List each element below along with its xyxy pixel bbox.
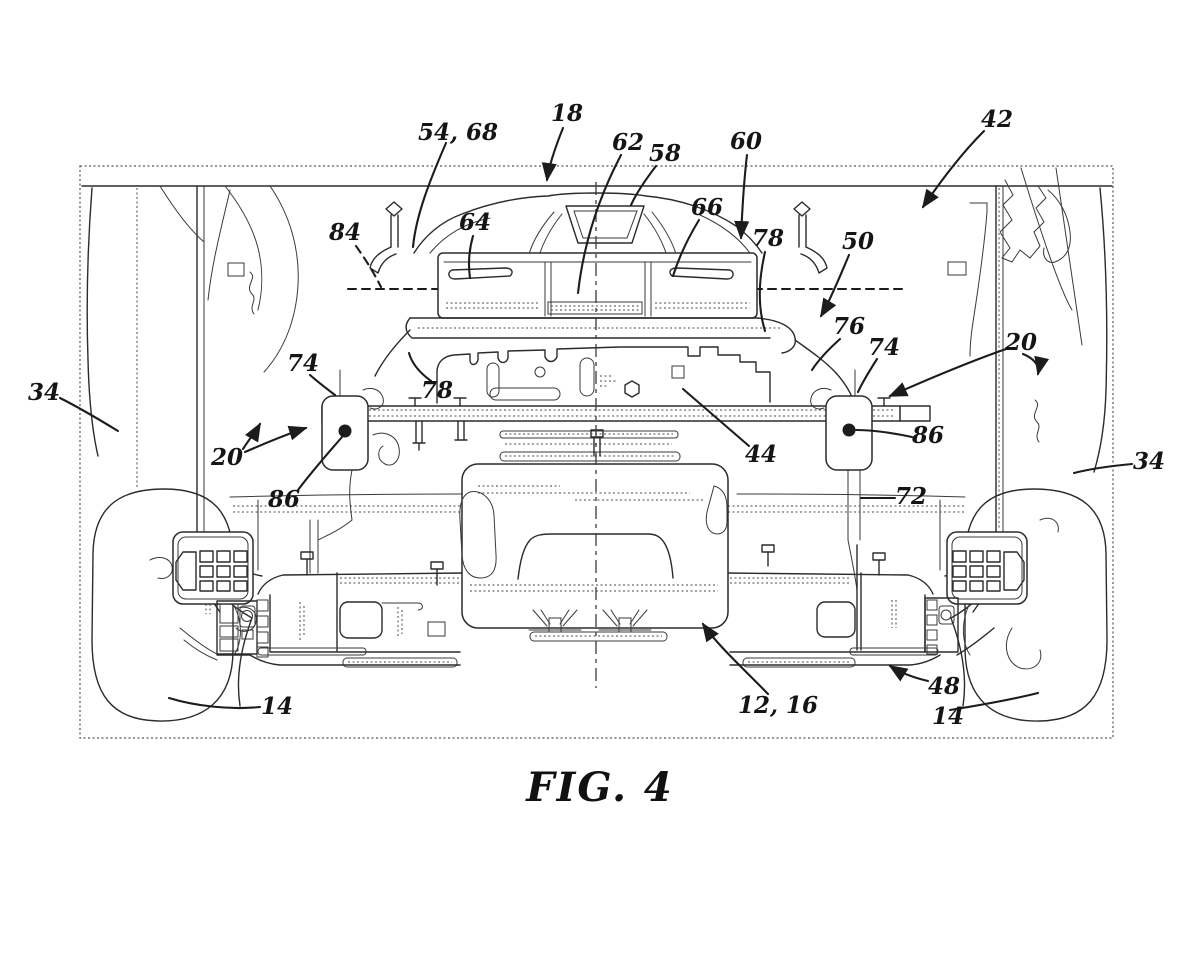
airbox-assembly: [437, 252, 758, 319]
ref-label-54-68: 54, 68: [418, 119, 498, 146]
ref-label-64: 64: [459, 209, 491, 236]
bumper-left: [179, 551, 463, 668]
ref-label-34-left: 34: [28, 379, 60, 406]
radiator-support-bar: [321, 397, 931, 451]
ref-label-86-left: 86: [267, 486, 300, 513]
upper-tie-bar: [374, 317, 856, 406]
ref-label-20-left: 20: [210, 444, 243, 471]
ref-label-50: 50: [842, 228, 874, 255]
mount-bracket-left: [317, 369, 400, 541]
hood-prop-left: [369, 201, 403, 274]
reference-labels: 54, 68 18 62 58 60 66 64 42 84 78 50 76 …: [28, 100, 1165, 730]
engine-assembly: [436, 346, 771, 404]
ref-label-66: 66: [691, 194, 723, 221]
hood-prop-right: [793, 201, 828, 274]
ref-label-34-right: 34: [1133, 448, 1165, 475]
ref-label-84: 84: [328, 219, 361, 246]
drawing-frame: [79, 165, 1114, 739]
ref-label-18: 18: [551, 100, 583, 127]
mount-bracket-right: [810, 369, 873, 591]
ref-label-58: 58: [649, 140, 681, 167]
leader-lines: [58, 126, 1134, 712]
ref-label-74-right: 74: [868, 334, 900, 361]
ref-label-48: 48: [928, 673, 960, 700]
radiator-slats: [499, 430, 681, 462]
bumper-assembly: [179, 429, 995, 668]
ref-label-20-right: 20: [1004, 329, 1037, 356]
front-tire-right: [963, 488, 1108, 722]
ref-label-72: 72: [895, 483, 927, 510]
ref-label-14-right: 14: [932, 703, 964, 730]
ref-label-44: 44: [745, 441, 777, 468]
headlamp-right: [946, 531, 1028, 605]
center-skid-box: [459, 429, 729, 642]
ref-label-86-right: 86: [911, 422, 944, 449]
bumper-right: [727, 544, 995, 668]
ref-label-78-right: 78: [752, 225, 784, 252]
engine-bay-components: [229, 252, 966, 591]
figure-caption: FIG. 4: [525, 764, 674, 811]
headlamp-left: [172, 531, 254, 614]
vehicle-body: [81, 167, 1113, 722]
ref-label-12-16: 12, 16: [738, 692, 818, 719]
ref-label-62: 62: [612, 129, 644, 156]
ref-label-60: 60: [730, 128, 762, 155]
ref-label-74-left: 74: [287, 350, 319, 377]
ref-label-76: 76: [833, 313, 865, 340]
ref-label-14-left: 14: [261, 693, 293, 720]
ref-label-78-left: 78: [421, 377, 453, 404]
ref-label-42: 42: [981, 106, 1013, 133]
